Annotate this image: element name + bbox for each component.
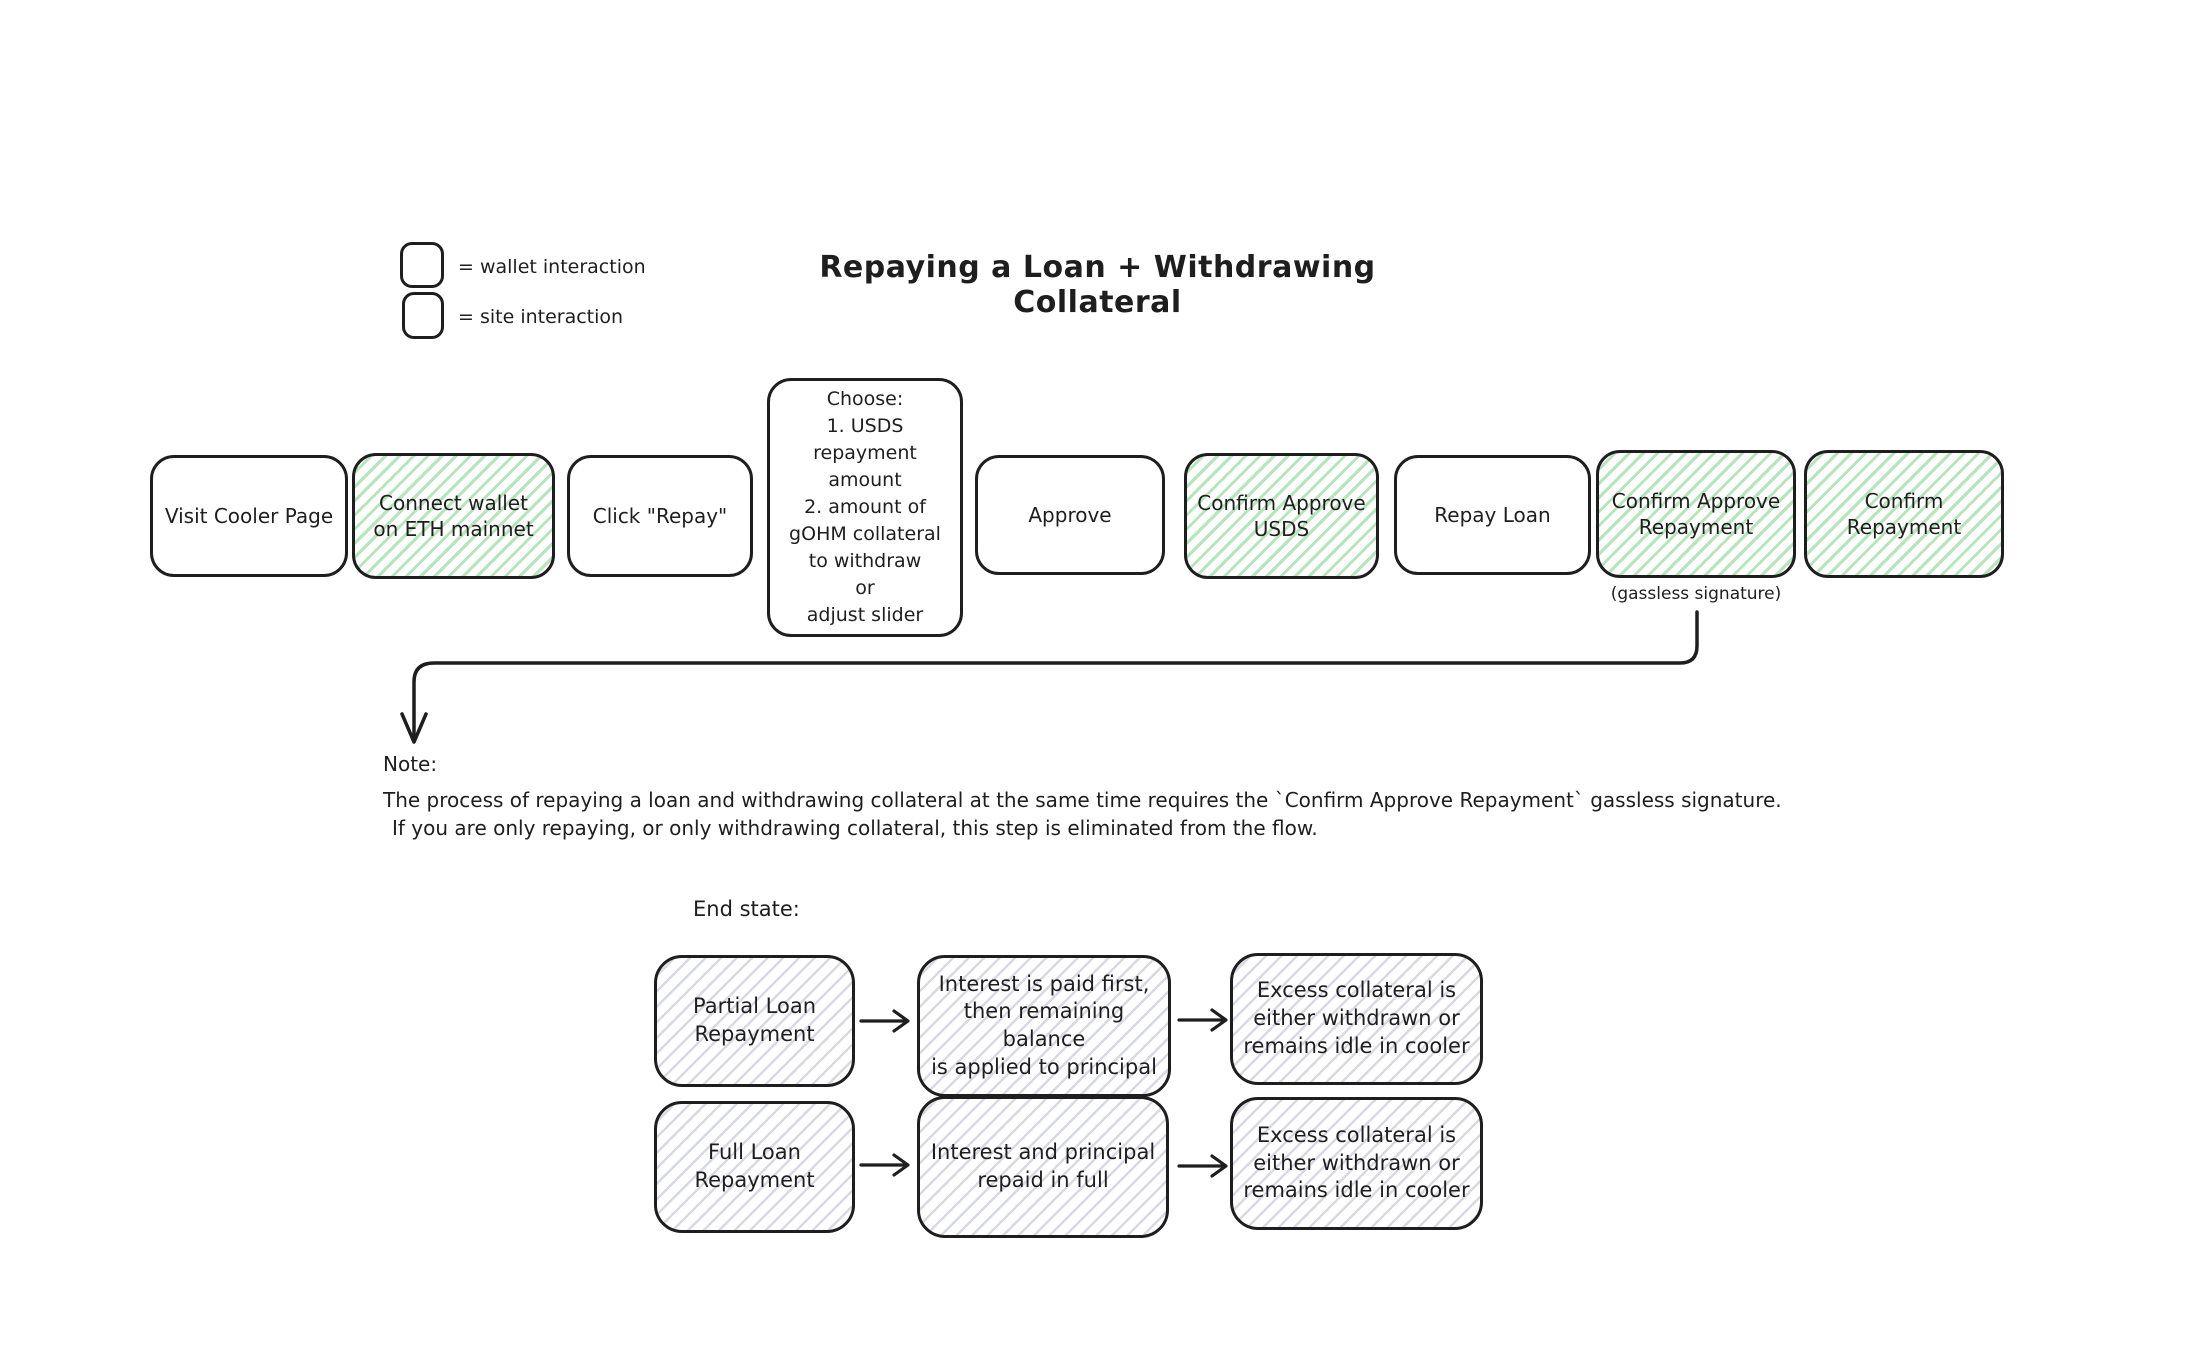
step-approve: Approve xyxy=(975,455,1165,575)
endstate-partial-interest-first: Interest is paid first, then remaining b… xyxy=(917,955,1171,1097)
diagram-title: Repaying a Loan + Withdrawing Collateral xyxy=(819,250,1376,320)
note-heading: Note: xyxy=(383,752,438,776)
endstate-partial-loan-repayment: Partial Loan Repayment xyxy=(654,955,855,1087)
step-confirm-approve-repayment: Confirm Approve Repayment xyxy=(1596,450,1796,578)
step-confirm-approve-usds: Confirm Approve USDS xyxy=(1184,453,1379,579)
legend-site-swatch xyxy=(402,292,444,339)
step-click-repay: Click "Repay" xyxy=(567,455,753,577)
end-state-heading: End state: xyxy=(693,897,800,921)
legend-wallet-label: = wallet interaction xyxy=(458,256,646,278)
note-line-2: If you are only repaying, or only withdr… xyxy=(392,816,1318,840)
step-choose-amounts: Choose: 1. USDS repayment amount 2. amou… xyxy=(767,378,963,637)
endstate-partial-excess-collateral: Excess collateral is either withdrawn or… xyxy=(1230,953,1483,1085)
step-visit-cooler-page: Visit Cooler Page xyxy=(150,455,348,577)
step-repay-loan: Repay Loan xyxy=(1394,455,1591,575)
right-arrow-icon xyxy=(1177,1154,1228,1178)
note-line-1: The process of repaying a loan and withd… xyxy=(383,788,1782,812)
endstate-full-excess-collateral: Excess collateral is either withdrawn or… xyxy=(1230,1097,1483,1230)
endstate-full-interest-principal: Interest and principal repaid in full xyxy=(917,1096,1169,1238)
endstate-full-loan-repayment: Full Loan Repayment xyxy=(654,1101,855,1233)
right-arrow-icon xyxy=(859,1153,910,1177)
legend-wallet-swatch xyxy=(400,242,444,288)
gassless-signature-caption: (gassless signature) xyxy=(1610,584,1782,604)
step-connect-wallet: Connect wallet on ETH mainnet xyxy=(352,453,555,579)
legend-site-label: = site interaction xyxy=(458,306,624,328)
right-arrow-icon xyxy=(859,1009,910,1033)
right-arrow-icon xyxy=(1177,1008,1228,1032)
step-confirm-repayment: Confirm Repayment xyxy=(1804,450,2004,578)
